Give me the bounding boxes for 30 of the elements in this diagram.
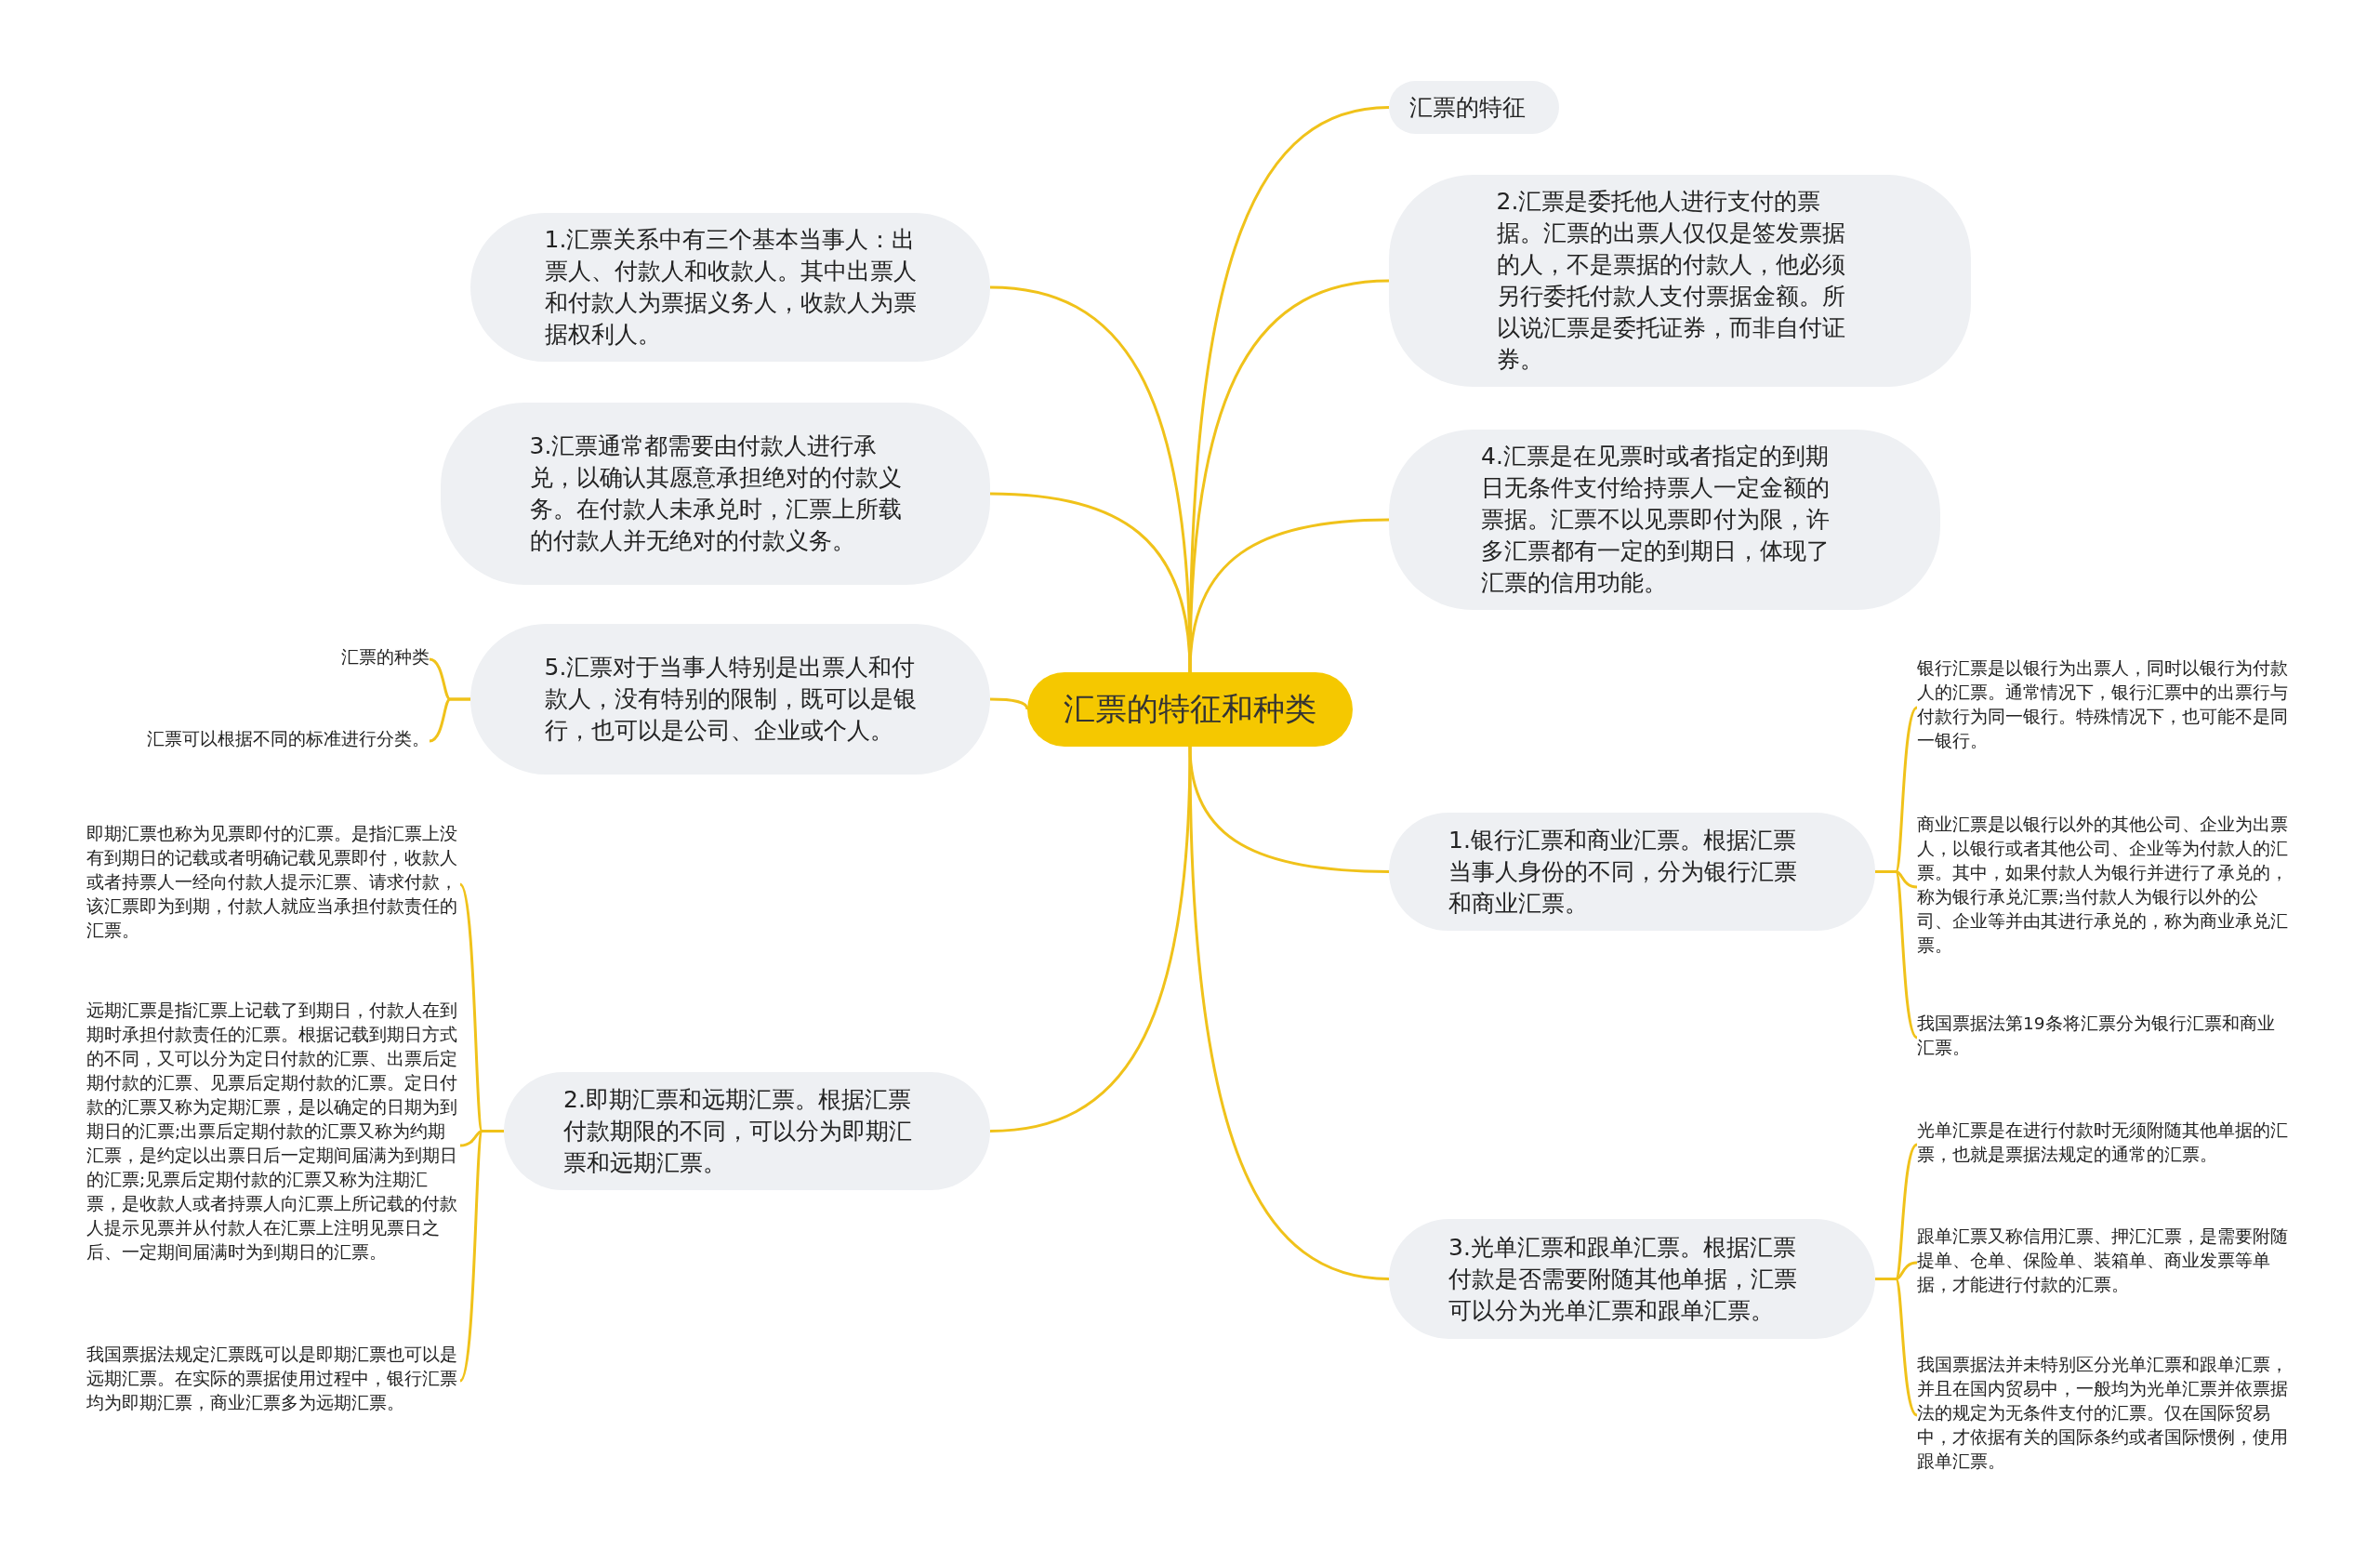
note-text: 跟单汇票又称信用汇票、押汇汇票，是需要附随提单、仓单、保险单、装箱单、商业发票等单据，才能进行付款的汇票。	[1917, 1225, 2291, 1301]
central-topic: 汇票的特征和种类	[1027, 672, 1353, 747]
connector-line	[429, 697, 470, 743]
topic-bubble: 4.汇票是在见票时或者指定的到期日无条件支付给持票人一定金额的票据。汇票不以见票即付为限，许多汇票都有一定的到期日，体现了汇票的信用功能。	[1389, 430, 1940, 610]
topic-bubble: 1.银行汇票和商业汇票。根据汇票当事人身份的不同，分为银行汇票和商业汇票。	[1389, 813, 1875, 931]
note-text: 我国票据法并未特别区分光单汇票和跟单汇票，并且在国内贸易中，一般均为光单汇票并依票据法的规定为无条件支付的汇票。仅在国际贸易中，才依据有关的国际条约或者国际惯例，使用跟单汇票。	[1917, 1353, 2291, 1477]
connector-line	[1188, 518, 1390, 673]
topic-bubble: 2.即期汇票和远期汇票。根据汇票付款期限的不同，可以分为即期汇票和远期汇票。	[504, 1072, 990, 1190]
connector-line	[1875, 870, 1919, 1040]
note-text: 即期汇票也称为见票即付的汇票。是指汇票上没有到期日的记载或者明确记载见票即付，收款人或者持票人一经向付款人提示汇票、请求付款，该汇票即为到期，付款人就应当承担付款责任的汇票。	[86, 822, 460, 947]
topic-bubble: 2.汇票是委托他人进行支付的票据。汇票的出票人仅仅是签发票据的人，不是票据的付款人，他必须另行委托付款人支付票据金额。所以说汇票是委托证券，而非自付证券。	[1389, 175, 1971, 387]
note-text: 我国票据法第19条将汇票分为银行汇票和商业汇票。	[1917, 1012, 2291, 1064]
topic-bubble: 3.光单汇票和跟单汇票。根据汇票付款是否需要附随其他单据，汇票可以分为光单汇票和跟单汇票。	[1389, 1219, 1875, 1339]
note-text: 光单汇票是在进行付款时无须附随其他单据的汇票，也就是票据法规定的通常的汇票。	[1917, 1119, 2291, 1171]
connector-line	[1188, 746, 1390, 1280]
connector-line	[989, 492, 1192, 673]
topic-bubble: 5.汇票对于当事人特别是出票人和付款人，没有特别的限制，既可以是银行，也可以是公司、企业或个人。	[470, 624, 990, 775]
note-text: 银行汇票是以银行为出票人，同时以银行为付款人的汇票。通常情况下，银行汇票中的出票行与付款行为同一银行。特殊情况下，也可能不是同一银行。	[1917, 656, 2291, 759]
note-text: 汇票的种类	[279, 645, 430, 673]
topic-bubble: 汇票的特征	[1389, 81, 1559, 134]
connector-line	[1875, 1278, 1918, 1417]
note-text: 汇票可以根据不同的标准进行分类。	[112, 727, 430, 755]
connector-line	[458, 1130, 504, 1382]
note-text: 远期汇票是指汇票上记载了到期日，付款人在到期时承担付款责任的汇票。根据记载到期日方式的不同，又可以分为定日付款的汇票、出票后定期付款的汇票、见票后定期付款的汇票。定日付款的汇票又称为定期汇票，是以确定的日期为到期日的汇票;出票后定期付款的汇票又称为约期汇票，是约定以出票日后一定期间届满为到期日的汇票;见票后定期付款的汇票又称为注期汇票，是收款人或者持票人向汇票上所记载的付款人提示见票并从付款人在汇票上注明见票日之后、一定期间届满时为到期日的汇票。	[86, 999, 460, 1292]
topic-bubble: 1.汇票关系中有三个基本当事人：出票人、付款人和收款人。其中出票人和付款人为票据义务人，收款人为票据权利人。	[470, 213, 990, 362]
connector-line	[990, 697, 1029, 710]
connector-line	[989, 746, 1192, 1133]
topic-bubble: 3.汇票通常都需要由付款人进行承兑，以确认其愿意承担绝对的付款义务。在付款人未承兑时，汇票上所载的付款人并无绝对的付款义务。	[441, 403, 990, 585]
note-text: 商业汇票是以银行以外的其他公司、企业为出票人，以银行或者其他公司、企业等为付款人的汇票。其中，如果付款人为银行并进行了承兑的，称为银行承兑汇票;当付款人为银行以外的公司、企业等并由其进行承兑的，称为商业承兑汇票。	[1917, 813, 2291, 961]
note-text: 我国票据法规定汇票既可以是即期汇票也可以是远期汇票。在实际的票据使用过程中，银行汇票均为即期汇票，商业汇票多为远期汇票。	[86, 1343, 460, 1419]
